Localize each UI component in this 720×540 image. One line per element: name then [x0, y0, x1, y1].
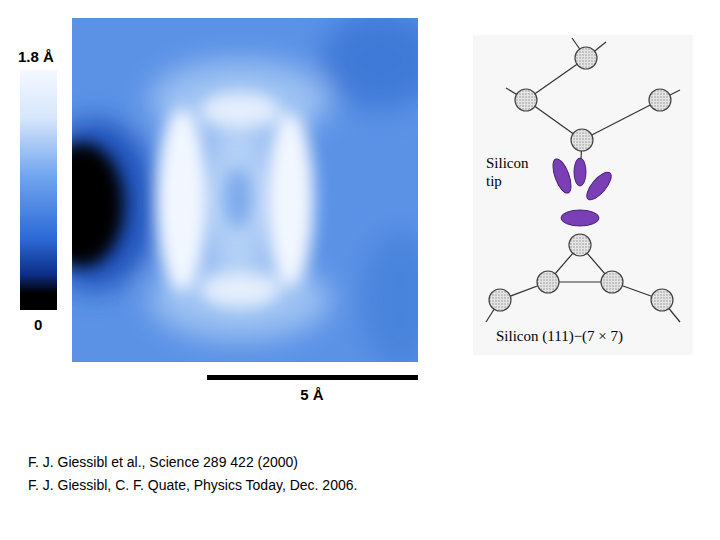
- scale-label: 5 Å: [300, 386, 323, 404]
- scale-bar: [207, 375, 418, 380]
- tip-label: Silicon tip: [486, 154, 548, 190]
- citation: F. J. Giessibl, C. F. Quate, Physics Tod…: [28, 477, 357, 494]
- surface-label: Silicon (111)−(7 × 7): [496, 327, 623, 345]
- colorbar-min: 0: [34, 316, 42, 334]
- afm-image: [72, 18, 418, 362]
- color-bar: [20, 70, 57, 310]
- tip-schematic: [473, 35, 693, 355]
- citation: F. J. Giessibl et al., Science 289 422 (…: [28, 454, 298, 471]
- colorbar-max: 1.8 Å: [18, 48, 54, 66]
